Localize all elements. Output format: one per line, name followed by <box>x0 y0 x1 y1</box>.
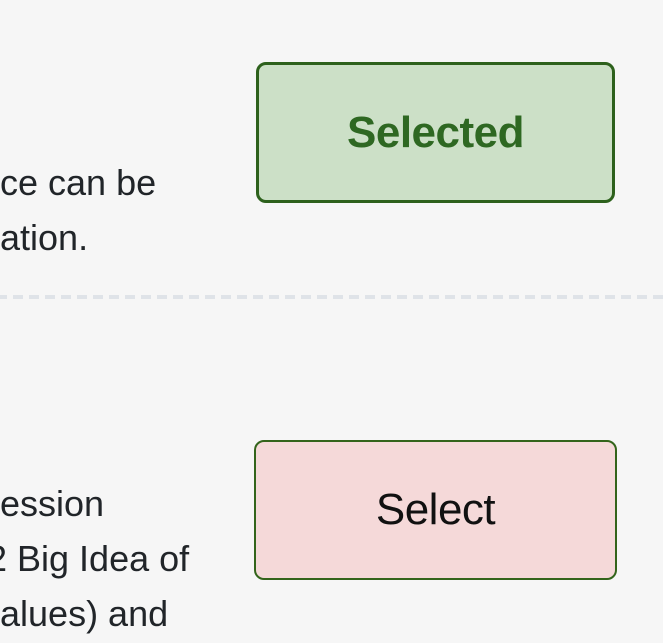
description-line: ession <box>0 483 105 524</box>
option-description-text: ession 2 Big Idea of alues) and <box>0 476 189 641</box>
description-line: ation. <box>0 217 89 258</box>
select-button[interactable]: Select <box>254 440 617 580</box>
description-line: ce can be <box>0 162 157 203</box>
description-line: 2 Big Idea of <box>0 538 190 579</box>
option-description-text: ce can be ation. <box>0 155 156 265</box>
dashed-divider <box>0 295 663 299</box>
selected-button[interactable]: Selected <box>256 62 615 203</box>
description-line: alues) and <box>0 593 169 634</box>
